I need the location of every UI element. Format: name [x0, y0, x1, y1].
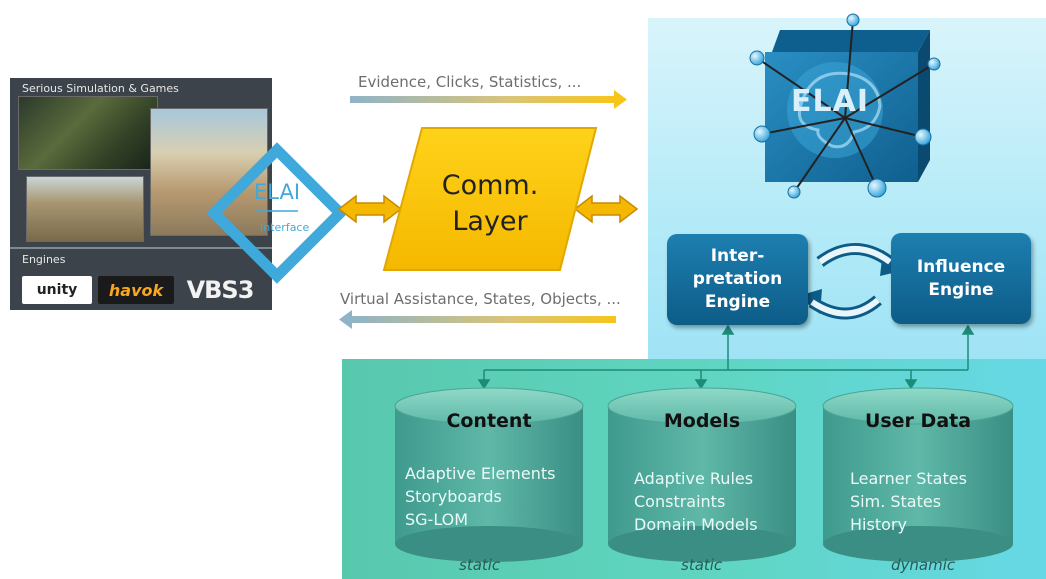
content-kind: static	[459, 556, 501, 574]
bottom-flow-label: Virtual Assistance, States, Objects, ...	[340, 290, 621, 308]
vbs3-logo-text: VBS3	[186, 276, 255, 304]
interface-subtitle: Interface	[260, 221, 310, 234]
models-kind: static	[681, 556, 723, 574]
comm-layer-shape	[382, 127, 598, 271]
influence-engine-line-1: Influence	[916, 257, 1006, 277]
interpretation-engine-line-3: Engine	[704, 292, 771, 312]
connectors	[477, 324, 975, 390]
interpretation-engine-line-2: pretation	[692, 269, 783, 289]
panel-divider	[10, 247, 272, 249]
models-item-1: Adaptive Rules	[634, 469, 754, 488]
elai-network	[756, 19, 935, 193]
user-data-title: User Data	[864, 410, 972, 432]
user-data-cylinder	[822, 387, 1014, 562]
simulation-panel-title: Serious Simulation & Games	[22, 82, 179, 95]
engines-title: Engines	[22, 253, 66, 266]
content-cylinder	[394, 387, 584, 562]
content-item-1: Adaptive Elements	[405, 464, 556, 483]
unity-logo: unity	[22, 276, 92, 304]
comm-layer-label: Comm. Layer	[441, 170, 539, 237]
models-item-3: Domain Models	[634, 515, 758, 534]
left-double-arrow	[337, 194, 403, 224]
top-flow-label: Evidence, Clicks, Statistics, ...	[358, 73, 582, 91]
user-data-item-2: Sim. States	[850, 492, 942, 511]
top-arrow-head	[614, 90, 627, 109]
vbs3-logo: VBS3	[180, 276, 260, 304]
interpretation-engine-line-1: Inter-	[710, 246, 765, 266]
elai-core-label: ELAI	[791, 84, 869, 119]
havok-logo-text: havok	[108, 280, 164, 300]
havok-logo: havok	[98, 276, 174, 304]
influence-engine: Influence Engine	[891, 233, 1031, 324]
game-screenshot-soldiers	[26, 176, 144, 242]
user-data-item-3: History	[850, 515, 907, 534]
bottom-flow-arrow	[350, 316, 616, 323]
interface-diamond	[206, 142, 348, 284]
models-title: Models	[663, 410, 741, 432]
user-data-item-1: Learner States	[850, 469, 967, 488]
interpretation-engine: Inter- pretation Engine	[667, 234, 808, 325]
top-flow-arrow	[350, 96, 615, 103]
content-title: Content	[446, 410, 532, 432]
content-item-3: SG-LOM	[405, 510, 469, 529]
content-item-2: Storyboards	[405, 487, 502, 506]
game-screenshot-map	[18, 96, 158, 170]
elai-network-nodes	[749, 13, 941, 199]
right-double-arrow	[573, 194, 639, 224]
interface-title: ELAI	[254, 180, 301, 204]
influence-engine-line-2: Engine	[928, 280, 994, 300]
cycle-arrows	[798, 243, 905, 320]
user-data-kind: dynamic	[891, 556, 956, 574]
models-cylinder	[607, 387, 797, 562]
models-item-2: Constraints	[634, 492, 726, 511]
unity-logo-text: unity	[36, 282, 78, 298]
bottom-arrow-head	[339, 310, 352, 329]
